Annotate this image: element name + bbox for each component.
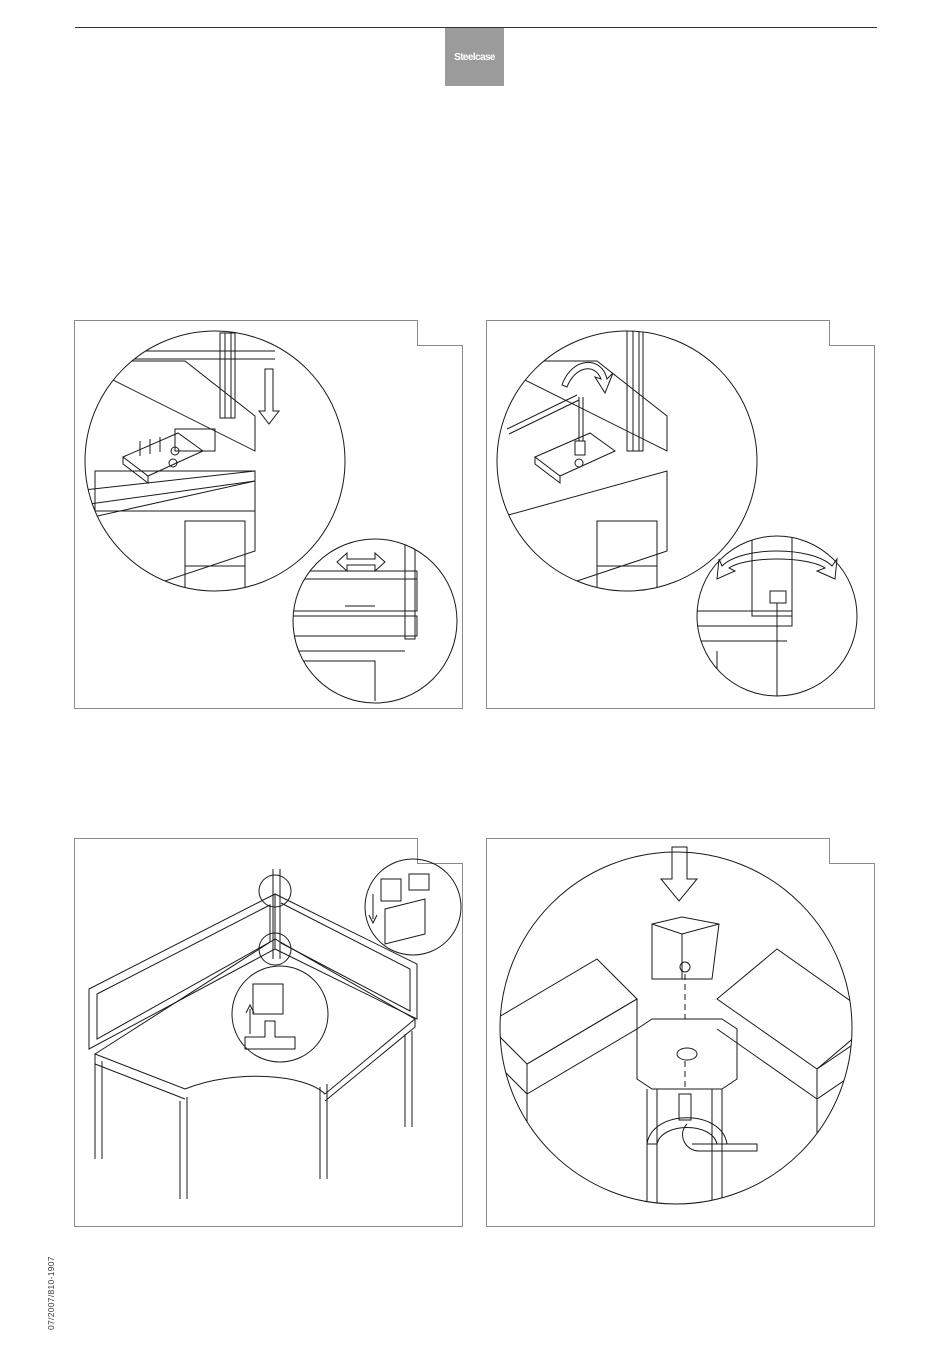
detail-circle — [500, 852, 852, 1204]
document-code: 07/2007/810-1907 — [46, 1256, 56, 1330]
desk-top — [95, 939, 415, 1094]
figure-4-panel — [486, 838, 875, 1227]
figure-1-panel — [74, 320, 463, 709]
figure-2-illustration — [487, 321, 876, 710]
figure-1-illustration — [75, 321, 464, 710]
swivel-arrow — [717, 551, 837, 579]
left-panel-top — [487, 959, 637, 1064]
detail-circle — [85, 331, 345, 591]
steelcase-logo: Steelcase — [445, 28, 504, 86]
double-arrow — [337, 553, 385, 571]
right-panel-top — [717, 949, 876, 1069]
figure-4-illustration — [487, 839, 876, 1228]
inset-circle-clip — [365, 859, 461, 955]
post-bracket — [637, 1019, 737, 1089]
down-arrow — [661, 847, 697, 901]
figure-2-panel — [486, 320, 875, 709]
brand-wordmark: Steelcase — [454, 52, 495, 63]
down-arrow — [259, 369, 279, 424]
figure-3-illustration — [75, 839, 464, 1228]
figure-3-panel — [74, 838, 463, 1227]
rotate-arrow — [647, 1118, 727, 1144]
